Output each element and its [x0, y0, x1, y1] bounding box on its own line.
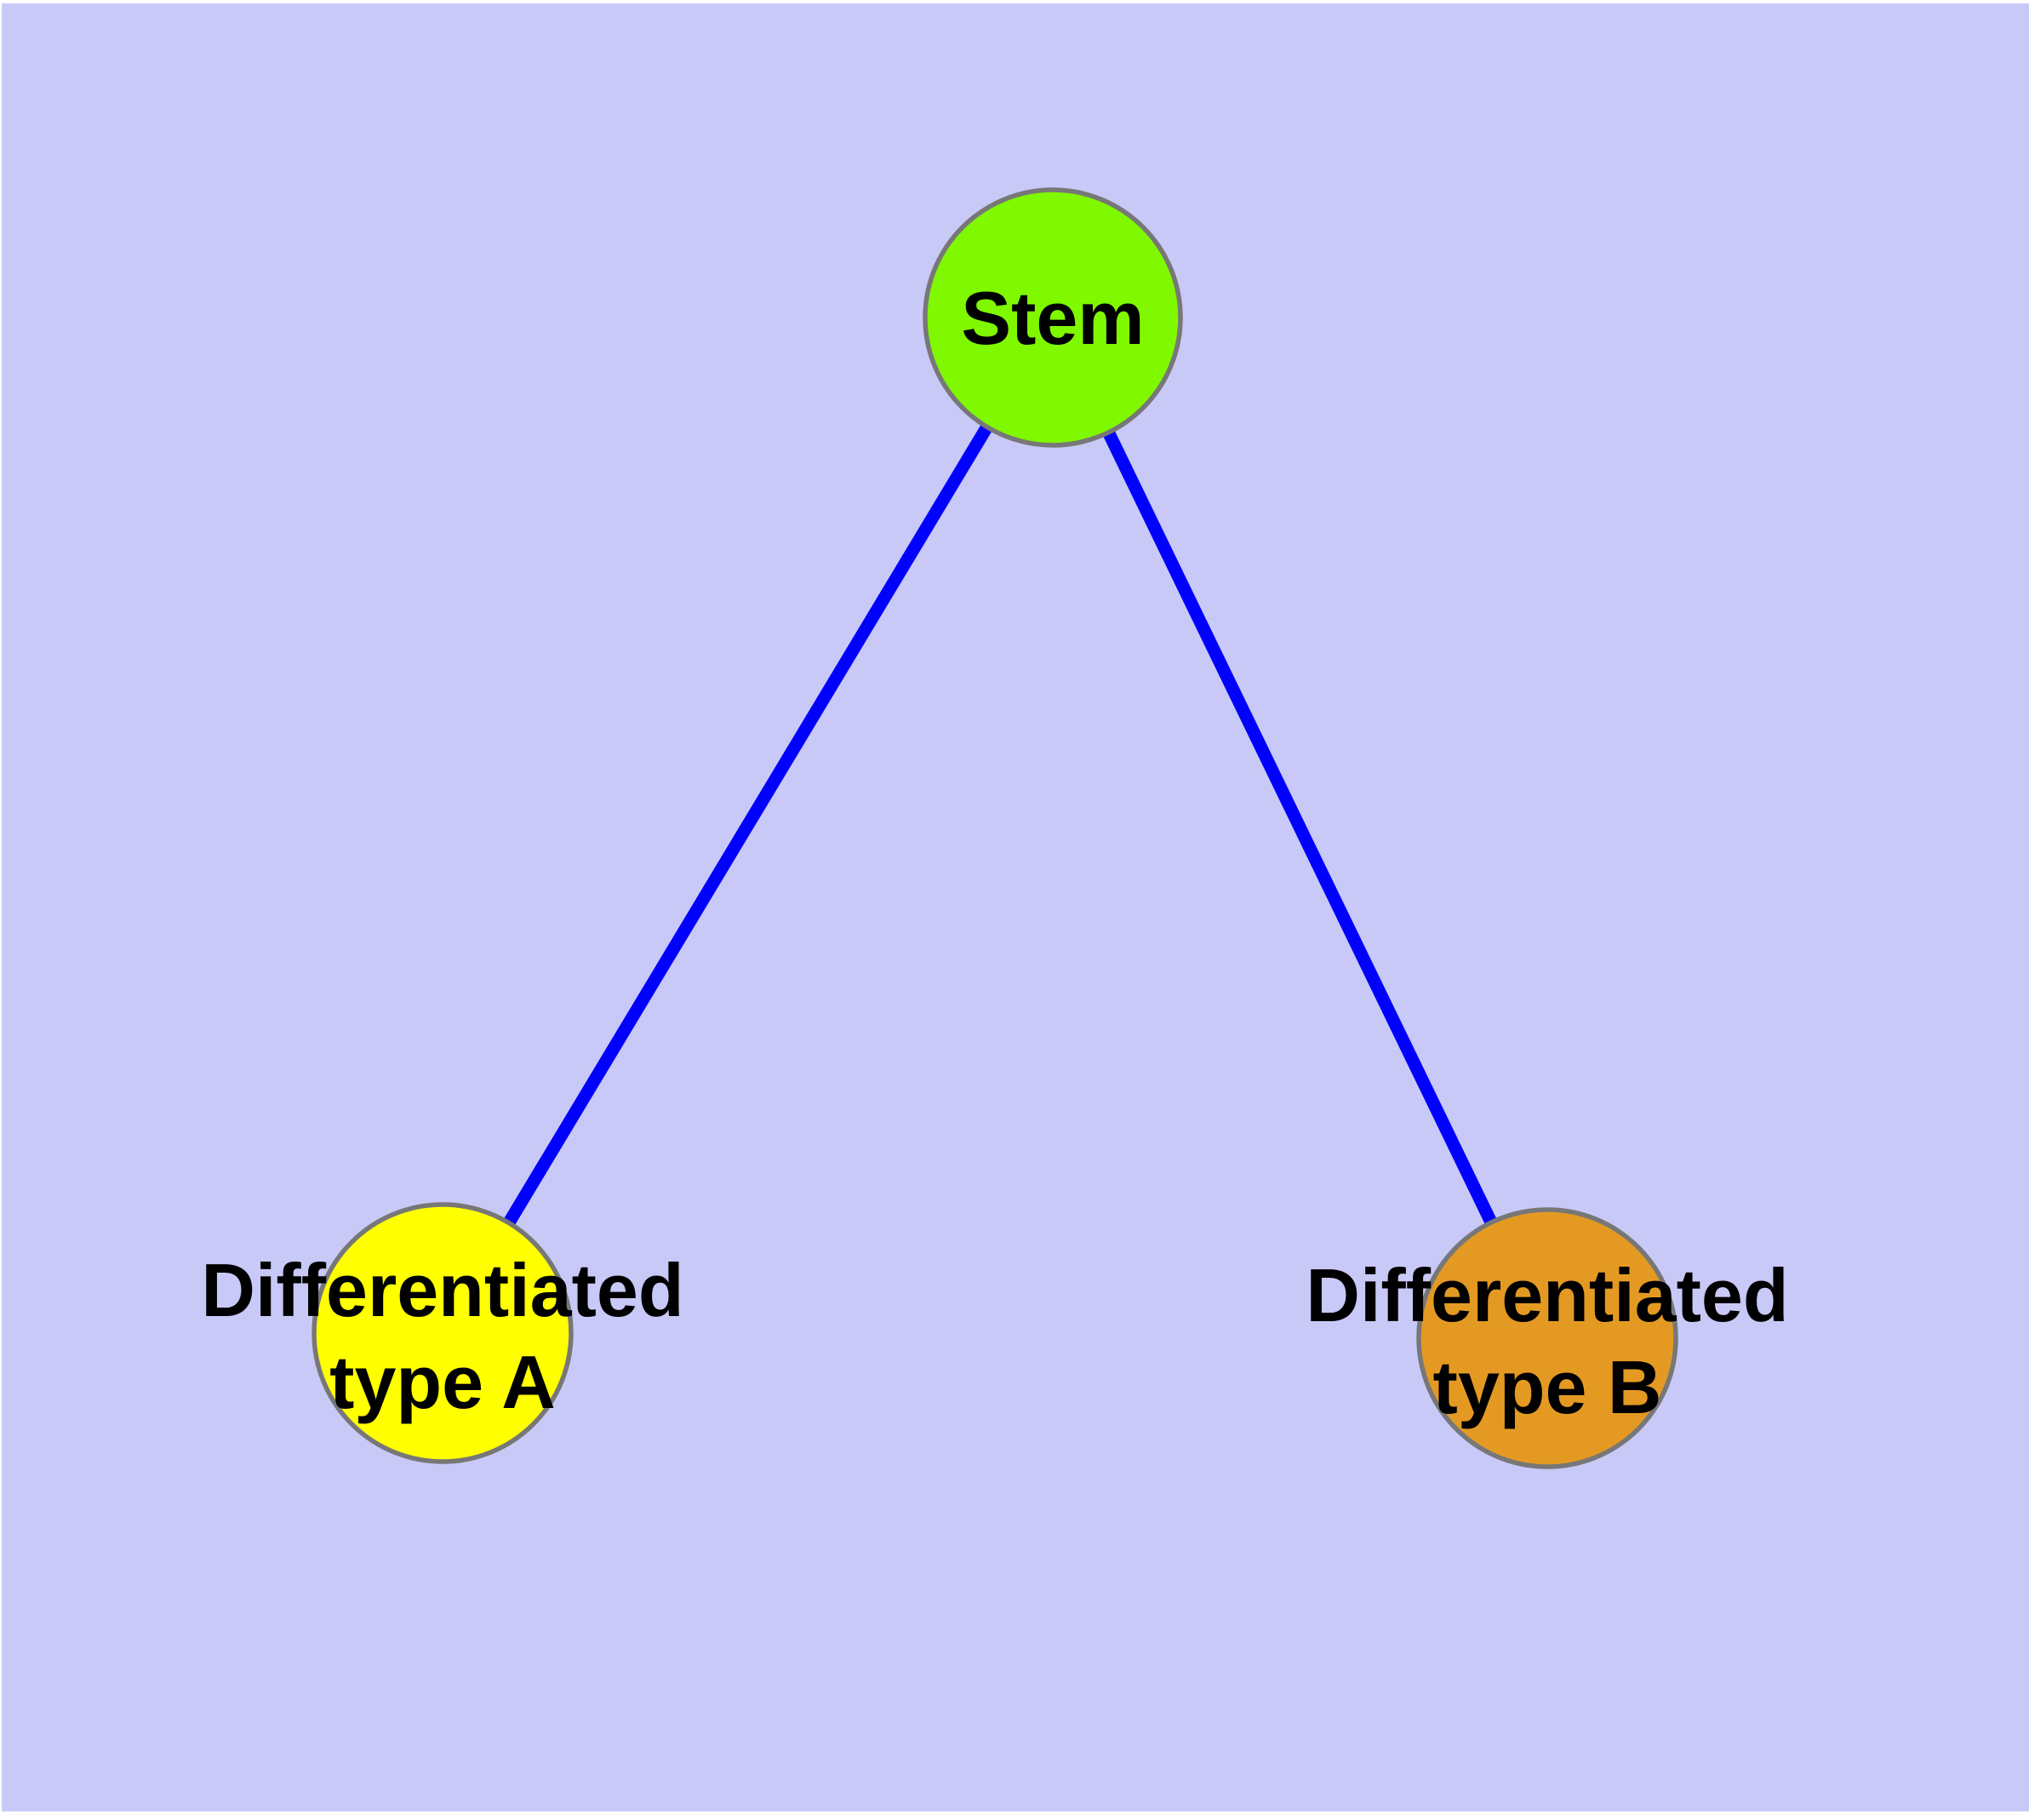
- edge-stem-to-type-b: [1047, 314, 1553, 1342]
- node-type-a-label-line2: type A: [329, 1340, 556, 1424]
- node-stem-label: Stem: [961, 276, 1144, 360]
- node-stem-circle: [923, 187, 1183, 448]
- node-type-b-label-line2: type B: [1433, 1345, 1662, 1429]
- node-type-b-label-line1: Differentiated: [1306, 1253, 1788, 1337]
- node-type-a-circle: [311, 1202, 574, 1464]
- edge-stem-to-type-a: [437, 314, 1059, 1336]
- node-type-b-circle: [1416, 1207, 1678, 1469]
- node-type-a-label-line1: Differentiated: [201, 1248, 683, 1332]
